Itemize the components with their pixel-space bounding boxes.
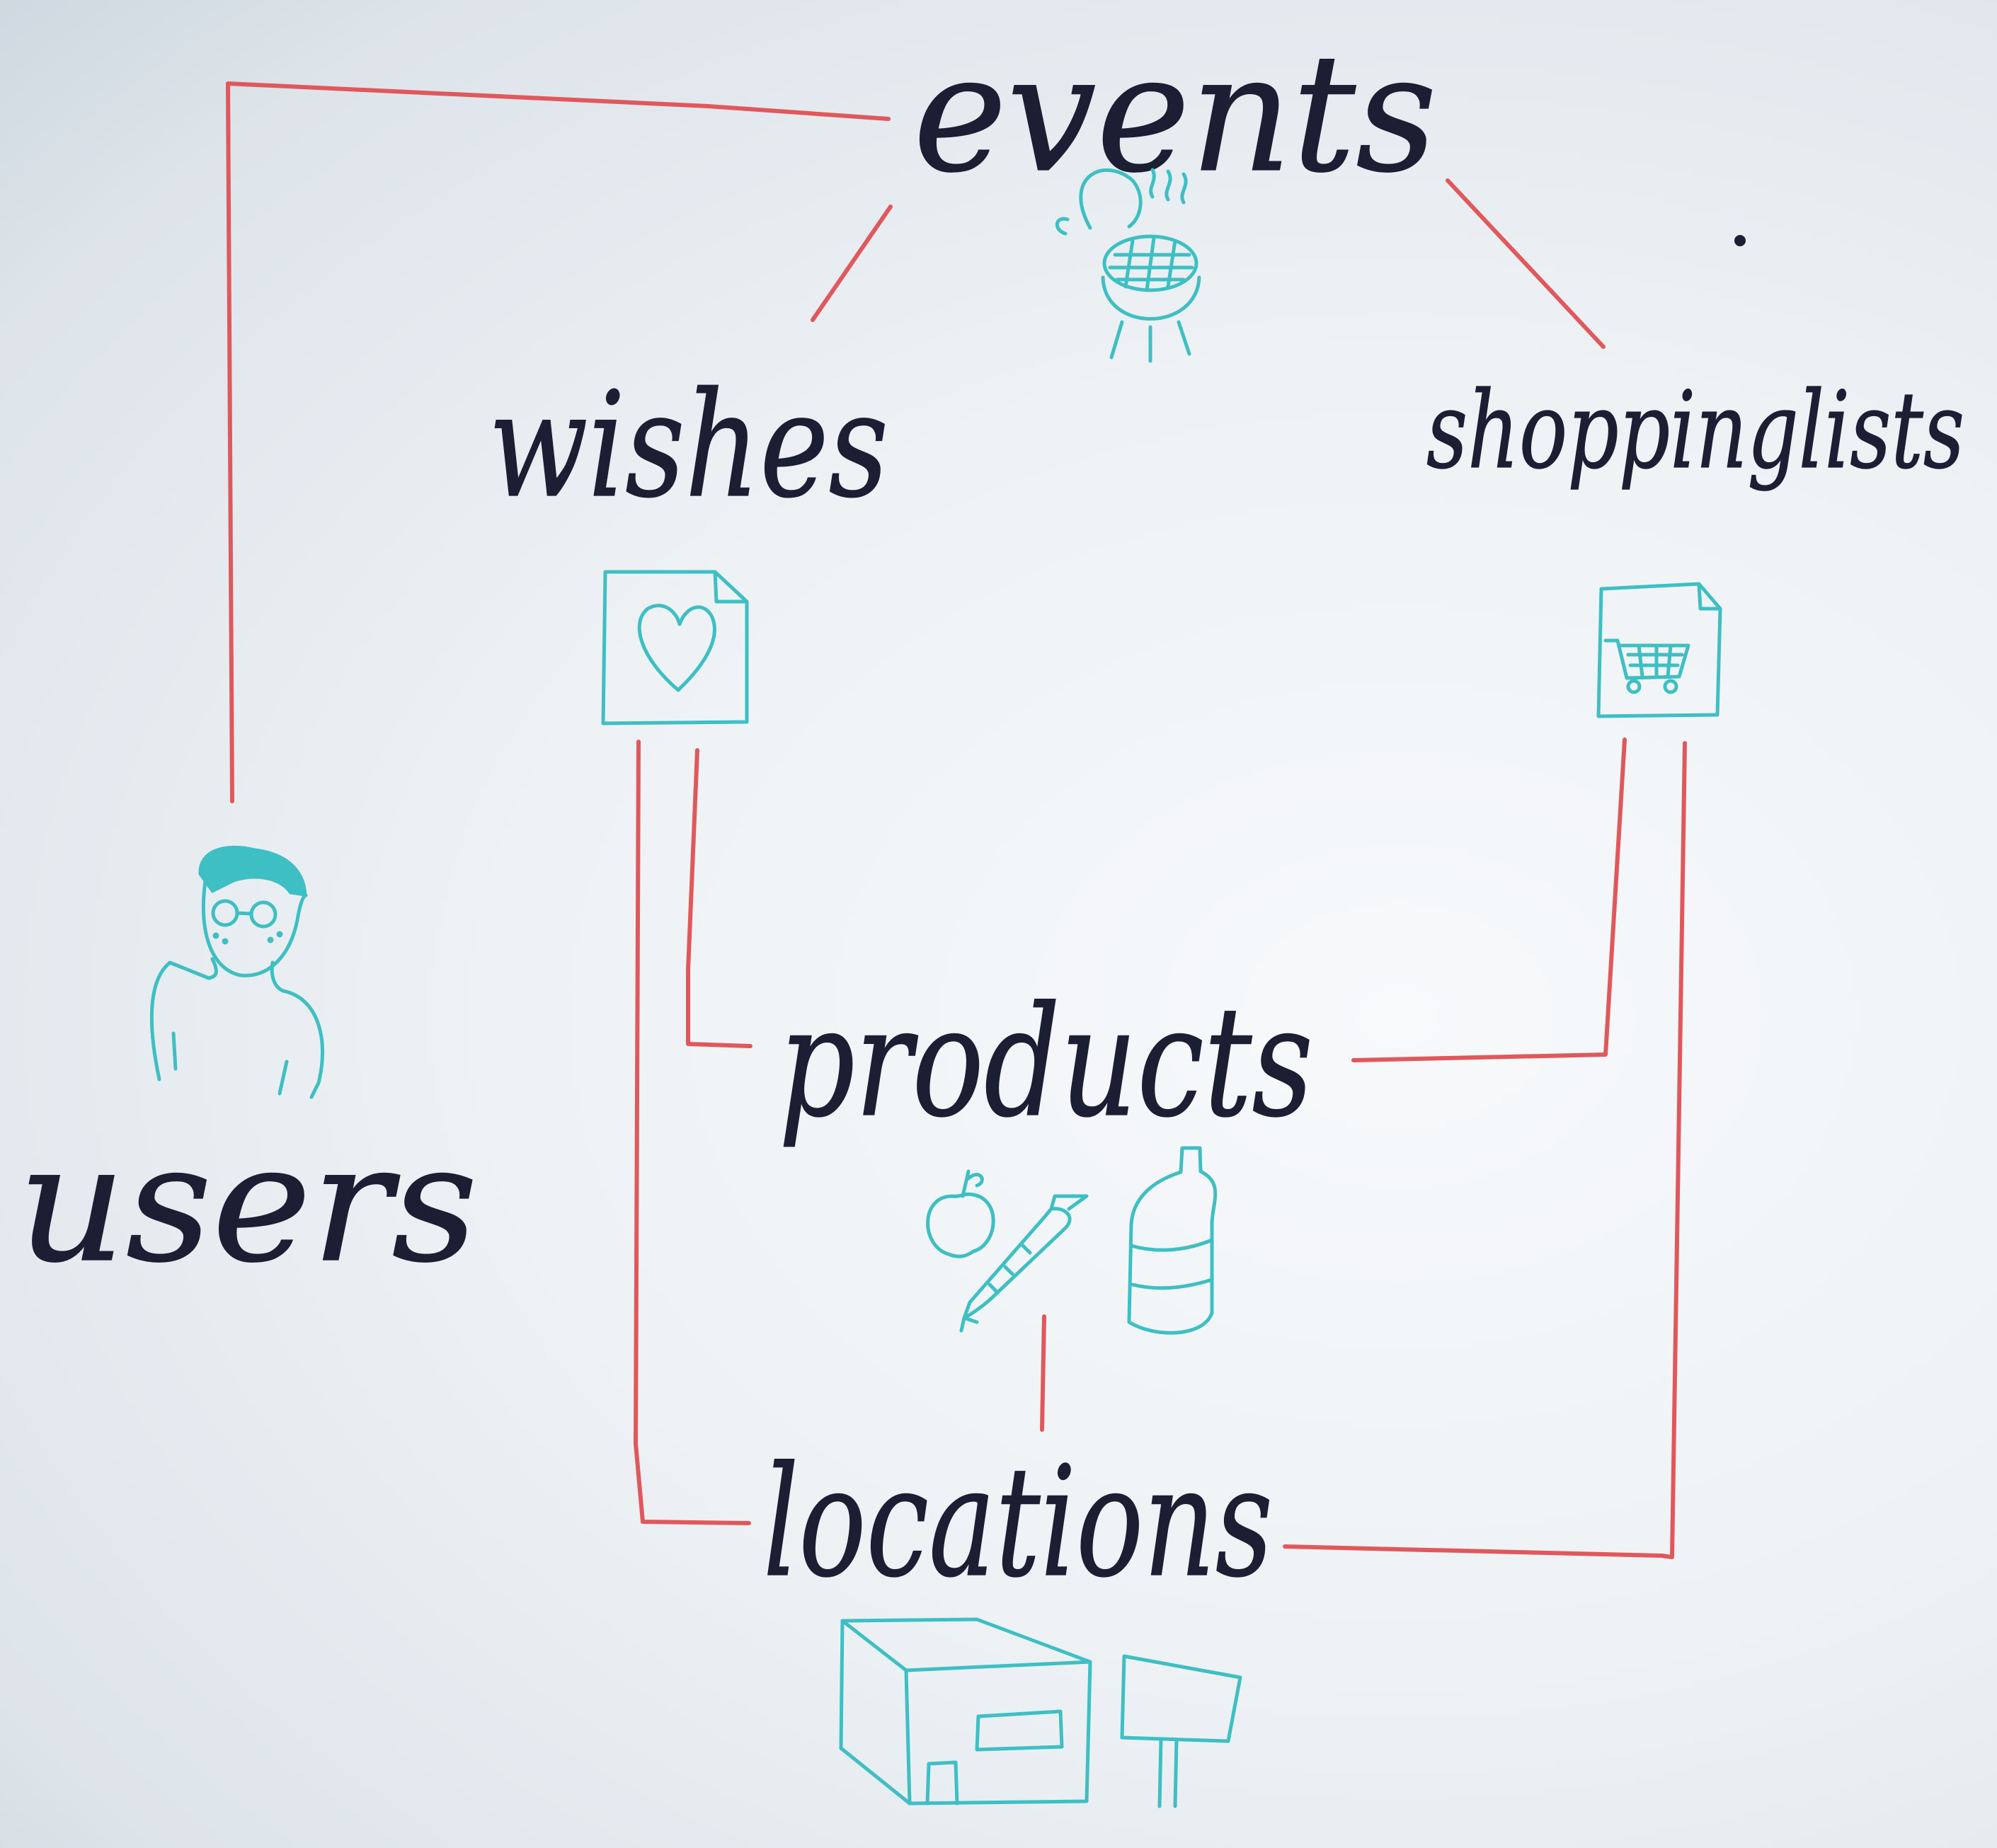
node-shoppinglists: shoppinglists xyxy=(1426,369,1964,493)
groceries-icon xyxy=(926,1146,1218,1335)
connector-wishes-products xyxy=(686,748,753,1048)
node-wishes: wishes xyxy=(488,361,888,530)
node-products: products xyxy=(778,972,1313,1151)
connector-events-shoppinglists xyxy=(1446,178,1606,349)
cart-document-icon xyxy=(1596,582,1722,718)
connector-events-users xyxy=(226,81,891,803)
person-icon xyxy=(149,845,324,1099)
events-label: events xyxy=(913,20,1437,209)
connector-products-locations xyxy=(1040,1314,1046,1432)
connector-shoppinglists-products xyxy=(1351,738,1627,1062)
node-users: users xyxy=(17,1109,478,1299)
grill-icon xyxy=(1055,168,1201,363)
wishes-label: wishes xyxy=(488,362,888,530)
store-icon xyxy=(839,1617,1242,1808)
connectors xyxy=(226,81,1687,1559)
connector-shoppinglists-locations xyxy=(1283,741,1687,1559)
node-events: events xyxy=(912,19,1437,209)
locations-label: locations xyxy=(763,1433,1273,1611)
node-locations: locations xyxy=(762,1433,1273,1611)
connector-events-wishes xyxy=(811,205,893,322)
shoppinglists-label: shoppinglists xyxy=(1426,369,1964,493)
products-label: products xyxy=(779,973,1313,1151)
users-label: users xyxy=(18,1110,478,1299)
marker-dot xyxy=(1734,235,1746,246)
heart-document-icon xyxy=(601,570,749,725)
connector-wishes-locations xyxy=(634,740,751,1525)
